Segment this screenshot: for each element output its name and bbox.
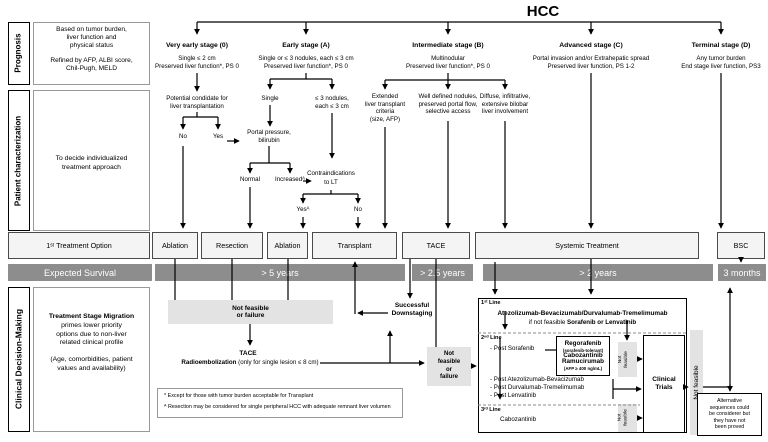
decision-desc-bold: Treatment Stage Migration [48, 313, 135, 320]
treatment-ablation-2: Ablation [267, 232, 308, 259]
prognosis-desc-a: Based on tumor burden, liver function an… [56, 26, 127, 49]
decision-desc-box [33, 287, 150, 432]
characterization-desc-box [33, 90, 150, 231]
post-sorafenib: - Post Sorafenib [490, 345, 535, 352]
node-no-1: No [179, 133, 187, 140]
successful-downstaging: Successful Downstaging [391, 302, 433, 317]
not-feasible-small-box: Not feasible or failure [427, 347, 471, 386]
first-line-alt: if not feasible Sorafenib or Lenvatinib [528, 319, 637, 326]
stage-very-early-name: Very early stage (0) [166, 42, 228, 49]
not-feasible-bar-1 [618, 342, 637, 377]
first-line-label: 1ˢᵗ Line [481, 300, 501, 306]
post-items: - Post Atezolizumab-Bevacizumab - Post D… [490, 376, 585, 399]
stage-very-early-sub: Single ≤ 2 cm Preserved liver function*,… [155, 55, 239, 70]
first-line-main: Atezolizumab-Bevacizumab/Durvalumab-Trem… [497, 310, 668, 317]
not-feasible-tall-label: Not feasible [693, 365, 700, 400]
treatment-resection: Resection [201, 232, 263, 259]
decision-label: Clinical Decision-Making [13, 308, 24, 410]
not-feasible-wide-box: Not feasible or failure [168, 300, 333, 324]
decision-label-box [8, 287, 30, 432]
footnote-box [157, 388, 403, 418]
footnote-2: ᴬ Resection may be considered for single… [164, 404, 391, 410]
characterization-label: Patient characterization [13, 115, 23, 207]
treatment-row-label-box: 1ˢᵗ Treatment Option [8, 232, 150, 259]
footnote-1: * Except for those with tumor burden acc… [164, 393, 314, 399]
stage-terminal-sub: Any tumor burden End stage liver functio… [681, 55, 761, 70]
prognosis-desc-b: Refined by AFP, ALBI score, Chil-Pugh, M… [50, 57, 133, 72]
systemic-lines-box [478, 298, 687, 433]
node-potential-candidate: Potential condidate for liver transplant… [166, 95, 228, 110]
prognosis-desc-box [33, 22, 150, 85]
survival-row-label-bar: Expected Survival [8, 264, 152, 281]
third-line-drug: Cabozantinib [500, 416, 537, 423]
node-extended-transplant: Extended liver transplant criteria (size… [364, 93, 406, 123]
node-yes-1: Yes [212, 133, 224, 140]
not-feasible-bar-1-label: Not feasible [618, 351, 629, 368]
prognosis-label-box [8, 22, 30, 85]
node-increased: Increasedᴬ [275, 176, 305, 183]
survival-5-years: > 5 years [155, 264, 405, 281]
clinical-trials-box: Clinical Trials [643, 335, 685, 433]
tace-label: TACE [239, 350, 257, 357]
prognosis-label: Prognosis [13, 33, 23, 73]
node-yes-2: Yesᴬ [296, 206, 310, 213]
treatment-transplant: Transplant [312, 232, 397, 259]
stage-advanced-sub: Portal invasion and/or Extrahepatic spre… [532, 55, 650, 70]
node-diffuse: Diffuse, infiltrative, extensive bilobar… [479, 93, 531, 115]
stage-terminal-name: Terminal stage (D) [691, 42, 751, 49]
stage-intermediate-name: Intermediate stage (B) [412, 42, 484, 49]
treatment-row-label: 1ˢᵗ Treatment Option [46, 241, 112, 250]
node-portal-pressure: Portal pressure, bilirubin [247, 129, 291, 144]
node-no-2: No [354, 206, 362, 213]
treatment-systemic: Systemic Treatment [475, 232, 699, 259]
not-feasible-bar-2-label: Not feasible [617, 409, 629, 426]
not-feasible-bar-2 [618, 404, 637, 432]
third-line-label: 3ʳᵈ Line [481, 407, 501, 413]
regorafenib-box: Regorafenib (sorafenib-tolerant) Cabozan… [556, 336, 610, 376]
stage-intermediate-sub: Multinodular Preserved liver function*, … [406, 55, 490, 70]
treatment-tace: TACE [402, 232, 470, 259]
node-contraindications: Contraindications to LT [307, 170, 355, 186]
characterization-label-box [8, 90, 30, 231]
characterization-desc: To decide individualized treatment appro… [55, 155, 128, 171]
survival-2-years: > 2 years [483, 264, 713, 281]
node-normal: Normal [240, 176, 260, 183]
decision-desc-paren: (Age, comorbidities, patient values and … [50, 356, 133, 372]
alternative-sequences-box: Alternative sequences could be considere… [697, 393, 762, 436]
stage-advanced-name: Advanced stage (C) [559, 42, 623, 49]
treatment-ablation-1: Ablation [152, 232, 198, 259]
stage-early-sub: Single or ≤ 3 nodules, each ≤ 3 cm Prese… [258, 55, 354, 70]
page-title: HCC [526, 3, 560, 20]
second-line-label: 2ⁿᵈ Line [481, 335, 502, 341]
survival-3-months: 3 months [718, 264, 766, 281]
node-nodules: ≤ 3 nodules, each ≤ 3 cm [315, 95, 349, 110]
treatment-bsc: BSC [717, 232, 765, 259]
decision-desc-rest: primes lower priority options due to non… [56, 322, 127, 346]
node-single: Single [261, 95, 279, 102]
stage-early-name: Early stage (A) [282, 42, 330, 49]
radioembolization-line: Radioembolization (only for single lesio… [181, 359, 319, 366]
survival-2-5-years: > 2.5 years [412, 264, 473, 281]
node-well-defined: Well defined nodules, preserved portal f… [418, 93, 478, 115]
